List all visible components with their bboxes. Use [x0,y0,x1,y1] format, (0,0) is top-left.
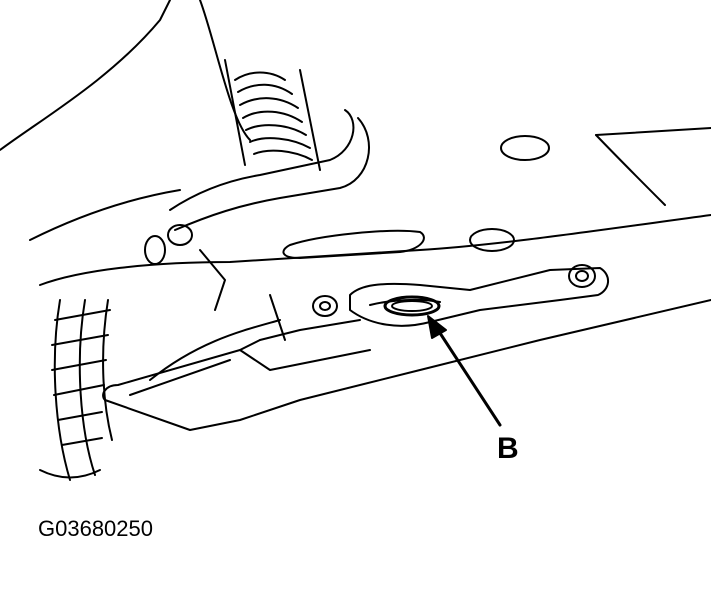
bracket-slot [383,295,441,317]
wheel-outline [0,0,251,241]
tire-tread [39,299,113,481]
underbody-panel [39,127,711,286]
bolt-left [312,295,338,317]
skid-plate [102,294,711,431]
callout-arrow [427,315,502,427]
callout-label-b: B [497,432,519,465]
bolt-right [568,264,596,288]
figure-id: G03680250 [38,516,153,541]
spring-coils [224,59,321,171]
